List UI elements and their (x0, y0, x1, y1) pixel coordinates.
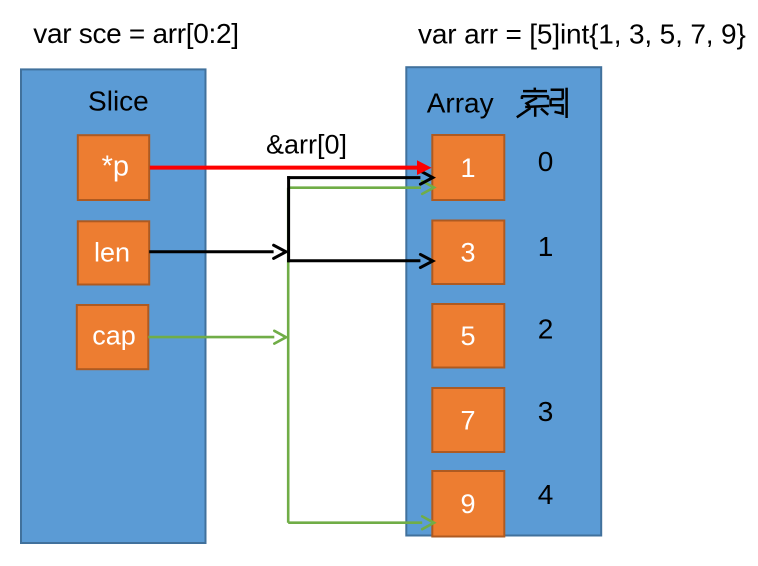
svg-text:*p: *p (102, 151, 129, 183)
svg-text:5: 5 (460, 321, 475, 351)
svg-text:7: 7 (460, 405, 475, 435)
svg-text:Slice: Slice (88, 86, 149, 117)
svg-text:9: 9 (460, 489, 475, 519)
svg-text:3: 3 (460, 238, 475, 268)
svg-text:1: 1 (538, 231, 554, 262)
svg-text:0: 0 (538, 146, 554, 177)
svg-text:len: len (94, 237, 130, 267)
svg-text:4: 4 (538, 479, 554, 510)
svg-text:1: 1 (460, 153, 475, 183)
svg-text:2: 2 (538, 314, 554, 345)
svg-text:var arr = [5]int{1, 3, 5, 7, 9: var arr = [5]int{1, 3, 5, 7, 9} (418, 19, 746, 50)
svg-text:cap: cap (92, 320, 136, 350)
svg-text:&arr[0]: &arr[0] (266, 130, 347, 160)
svg-text:Array: Array (427, 87, 494, 118)
svg-text:var sce = arr[0:2]: var sce = arr[0:2] (33, 18, 238, 49)
svg-text:3: 3 (538, 396, 554, 427)
